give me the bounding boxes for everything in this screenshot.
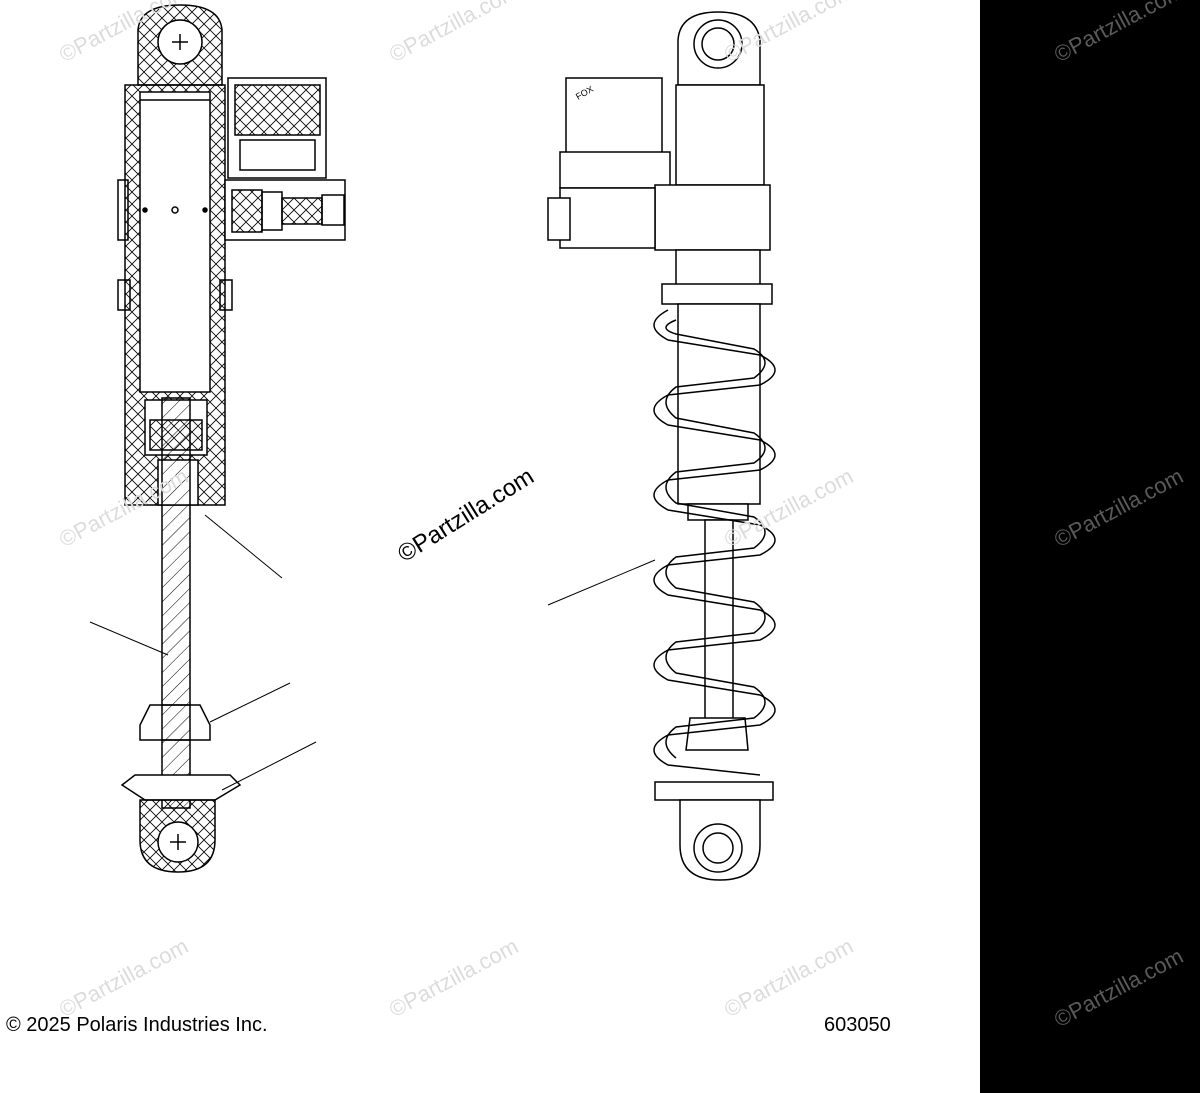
copyright-text: © 2025 Polaris Industries Inc.	[6, 1014, 268, 1036]
side-panel: ©Partzilla.com ©Partzilla.com ©Partzilla…	[980, 0, 1200, 1093]
diagram-canvas: FOX	[6, 0, 891, 1036]
watermark: ©Partzilla.com	[1050, 0, 1188, 68]
figure-number: 603050	[824, 1014, 891, 1036]
exterior-shock: FOX	[547, 11, 776, 881]
watermark: ©Partzilla.com	[1050, 463, 1188, 553]
shock-absorber-drawing: FOX	[89, 4, 776, 881]
watermark: ©Partzilla.com	[1050, 943, 1188, 1033]
cross-section-shock	[89, 4, 346, 873]
